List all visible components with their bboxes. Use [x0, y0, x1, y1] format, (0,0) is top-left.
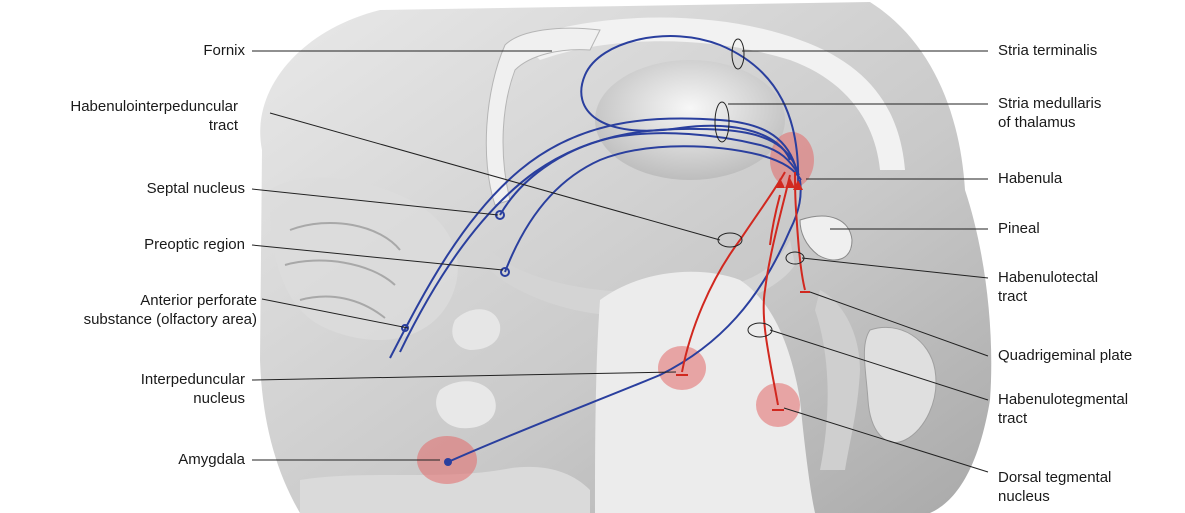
label-anterior-perforate-substance: Anterior perforate substance (olfactory …: [84, 291, 257, 329]
label-preoptic-region: Preoptic region: [144, 235, 245, 254]
label-habenulotectal-tract: Habenulotectal tract: [998, 268, 1098, 306]
label-stria-medullaris-of-thalamus: Stria medullaris of thalamus: [998, 94, 1101, 132]
label-stria-terminalis: Stria terminalis: [998, 41, 1097, 60]
label-dorsal-tegmental-nucleus: Dorsal tegmental nucleus: [998, 468, 1111, 506]
label-quadrigeminal-plate: Quadrigeminal plate: [998, 346, 1132, 365]
label-pineal: Pineal: [998, 219, 1040, 238]
label-septal-nucleus: Septal nucleus: [147, 179, 245, 198]
brain-section-background: [260, 2, 991, 513]
label-habenulotegmental-tract: Habenulotegmental tract: [998, 390, 1128, 428]
label-interpeduncular-nucleus: Interpeduncular nucleus: [141, 370, 245, 408]
label-habenula: Habenula: [998, 169, 1062, 188]
label-amygdala: Amygdala: [178, 450, 245, 469]
label-habenulointerpeduncular-tract: Habenulointerpeduncular tract: [70, 97, 238, 135]
label-fornix: Fornix: [203, 41, 245, 60]
